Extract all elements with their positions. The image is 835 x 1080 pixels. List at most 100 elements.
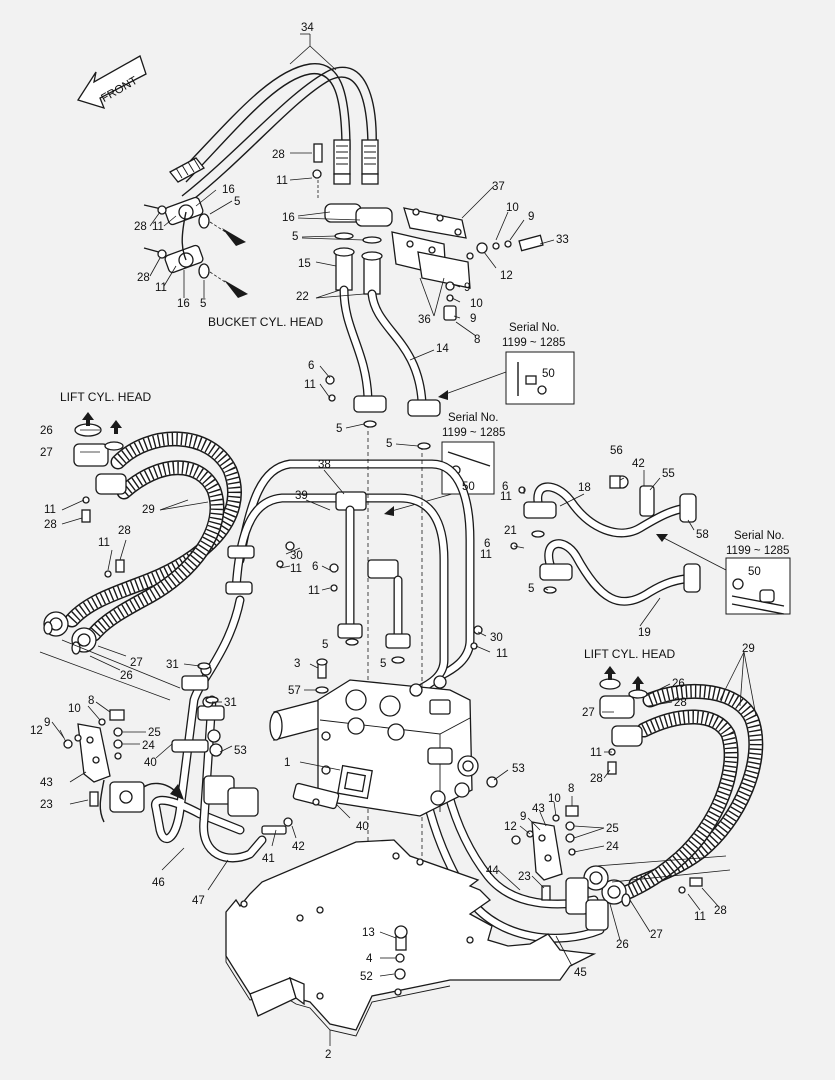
part-16: 16 [222, 184, 235, 196]
part-24: 24 [142, 740, 155, 752]
part-28: 28 [134, 221, 147, 233]
serial-detail-box-2 [384, 441, 495, 516]
part-27: 27 [650, 929, 663, 941]
lift-cyl-head-label-left: LIFT CYL. HEAD [60, 390, 151, 404]
part-40: 40 [356, 821, 369, 833]
part-5: 5 [234, 196, 240, 208]
serial-label-1: Serial No. [509, 322, 560, 334]
part-10: 10 [68, 703, 81, 715]
part-30: 30 [490, 632, 503, 644]
part-25: 25 [606, 823, 619, 835]
hose-crimp-right [361, 139, 379, 175]
part-28: 28 [714, 905, 727, 917]
part-12: 12 [500, 270, 513, 282]
part-5: 5 [292, 231, 298, 243]
bucket-cylinder-flanges [143, 196, 248, 298]
part-8: 8 [474, 334, 480, 346]
part-27: 27 [130, 657, 143, 669]
part-27: 27 [40, 447, 53, 459]
part-57: 57 [288, 685, 301, 697]
center-vertical-pipes [337, 424, 423, 930]
part-19: 19 [638, 627, 651, 639]
part-11: 11 [694, 911, 706, 923]
brackets-36-37 [391, 207, 544, 321]
part-11: 11 [590, 747, 602, 759]
part-12: 12 [504, 821, 517, 833]
part-46: 46 [152, 877, 165, 889]
part-11: 11 [155, 282, 167, 294]
part-29: 29 [742, 643, 755, 655]
part-6: 6 [308, 360, 314, 372]
part-22: 22 [296, 291, 309, 303]
part-28: 28 [674, 697, 687, 709]
part-55: 55 [662, 468, 675, 480]
center-upper-fittings [312, 143, 393, 295]
part-42: 42 [632, 458, 645, 470]
part-9: 9 [470, 313, 476, 325]
pipes-14 [339, 285, 441, 417]
part-2: 2 [325, 1049, 331, 1061]
part-6: 6 [484, 538, 490, 550]
bracket-43-right [511, 805, 579, 901]
lift-cyl-head-label-right: LIFT CYL. HEAD [584, 647, 675, 661]
part-50: 50 [542, 368, 555, 380]
part-36: 36 [418, 314, 431, 326]
part-28: 28 [137, 272, 150, 284]
part-16: 16 [282, 212, 295, 224]
part-29: 29 [142, 504, 155, 516]
part-23: 23 [518, 871, 531, 883]
main-pipes-38-39 [225, 459, 475, 695]
part-26: 26 [672, 678, 685, 690]
part-8: 8 [568, 783, 574, 795]
part-6: 6 [502, 481, 508, 493]
bucket-cyl-head-label: BUCKET CYL. HEAD [208, 315, 323, 329]
part-58: 58 [696, 529, 709, 541]
part-11: 11 [496, 648, 508, 660]
part-43: 43 [532, 803, 545, 815]
part-23: 23 [40, 799, 53, 811]
serial-detail-box-1 [438, 351, 575, 405]
part-6: 6 [312, 561, 318, 573]
part-37: 37 [492, 181, 505, 193]
leader-lines [39, 33, 757, 1046]
serial-range-3: 1199 ~ 1285 [726, 545, 789, 557]
part-18: 18 [578, 482, 591, 494]
part-16: 16 [177, 298, 190, 310]
part-56: 56 [610, 445, 623, 457]
part-30: 30 [290, 550, 303, 562]
part-9: 9 [44, 717, 50, 729]
valve-hardware [197, 375, 557, 835]
right-lift-hoses-29 [583, 666, 764, 907]
part-25: 25 [148, 727, 161, 739]
part-21: 21 [504, 525, 517, 537]
part-40: 40 [144, 757, 157, 769]
mounting-frame [225, 839, 597, 1037]
part-41: 41 [262, 853, 275, 865]
part-5: 5 [336, 423, 342, 435]
part-53: 53 [512, 763, 525, 775]
part-43: 43 [40, 777, 53, 789]
part-31: 31 [166, 659, 179, 671]
part-38: 38 [318, 459, 331, 471]
part-12: 12 [30, 725, 43, 737]
part-11: 11 [308, 585, 320, 597]
part-15: 15 [298, 258, 311, 270]
part-9: 9 [464, 282, 470, 294]
part-9: 9 [528, 211, 534, 223]
part-11: 11 [500, 491, 512, 503]
part-5: 5 [380, 658, 386, 670]
part-5: 5 [386, 438, 392, 450]
part-24: 24 [606, 841, 619, 853]
part-28: 28 [272, 149, 285, 161]
part-8: 8 [88, 695, 94, 707]
callout-labels: BUCKET CYL. HEAD LIFT CYL. HEAD LIFT CYL… [30, 22, 789, 1061]
right-pipes-18-19 [523, 475, 701, 606]
part-26: 26 [616, 939, 629, 951]
part-11: 11 [290, 563, 302, 575]
front-direction-arrow: FRONT [76, 55, 147, 110]
part-9: 9 [520, 811, 526, 823]
part-45: 45 [574, 967, 587, 979]
part-1: 1 [284, 757, 290, 769]
part-28: 28 [44, 519, 57, 531]
